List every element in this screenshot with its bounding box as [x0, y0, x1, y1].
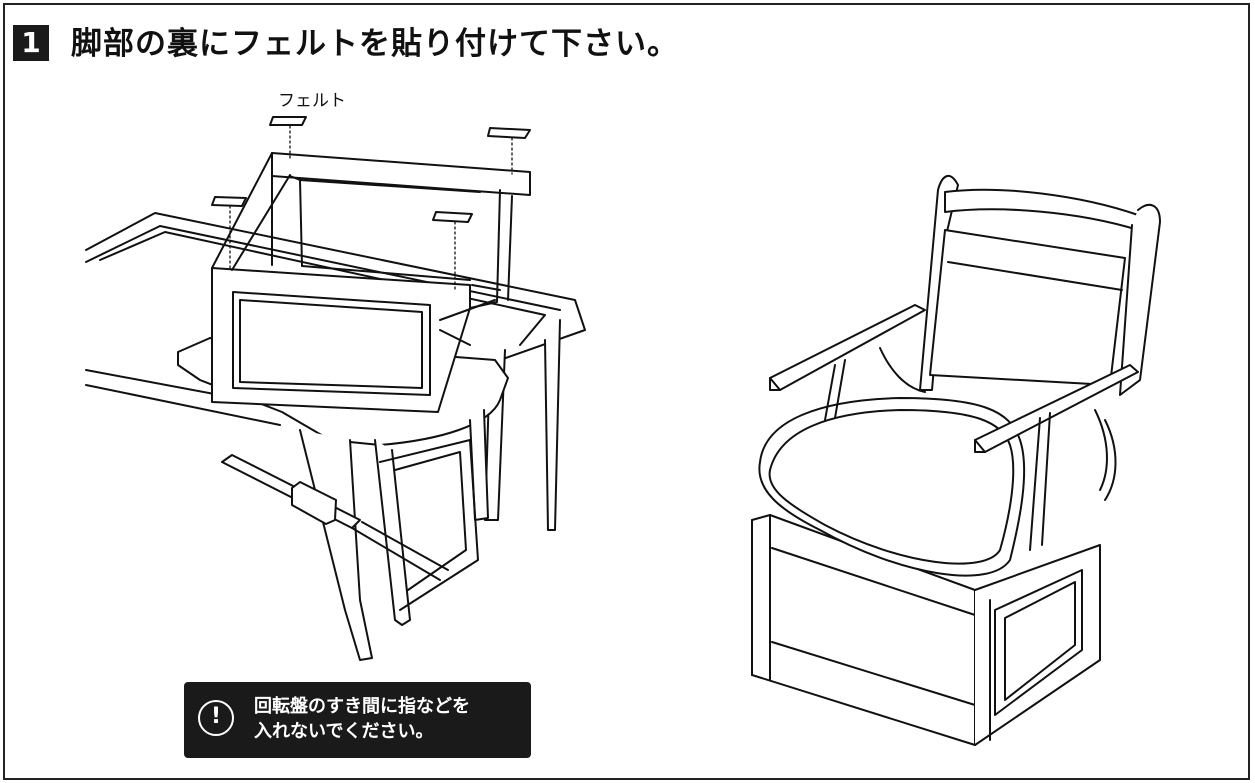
exclamation-circle-icon: !: [198, 700, 234, 736]
step-title: 脚部の裏にフェルトを貼り付けて下さい。: [71, 26, 679, 62]
step-number-badge: 1: [13, 25, 49, 61]
warning-text: 回転盤のすき間に指などを 入れないでください。: [254, 694, 470, 744]
warning-line-2: 入れないでください。: [254, 721, 434, 742]
upturned-chair-illustration: [177, 116, 531, 661]
warning-box: ! 回転盤のすき間に指などを 入れないでください。: [184, 682, 531, 758]
felt-label: フェルト: [278, 91, 346, 111]
swivel-chair-illustration: [751, 175, 1161, 746]
warning-line-1: 回転盤のすき間に指などを: [254, 696, 470, 717]
instruction-panel: 1 脚部の裏にフェルトを貼り付けて下さい。: [3, 3, 1250, 780]
